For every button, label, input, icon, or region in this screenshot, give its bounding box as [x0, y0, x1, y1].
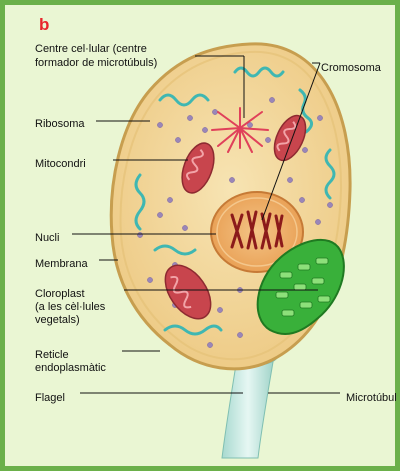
- label-cloroplast-line3: vegetals): [35, 314, 80, 327]
- label-centre-cellular-line2: formador de microtúbuls): [35, 57, 157, 70]
- label-mitocondri: Mitocondri: [35, 158, 86, 171]
- label-membrana: Membrana: [35, 258, 88, 271]
- label-microtubul: Microtúbul: [346, 392, 397, 405]
- label-flagel: Flagel: [35, 392, 65, 405]
- label-nucli: Nucli: [35, 232, 59, 245]
- label-ribosoma: Ribosoma: [35, 118, 85, 131]
- label-cloroplast-line1: Cloroplast: [35, 288, 85, 301]
- label-reticle-line1: Reticle: [35, 349, 69, 362]
- label-centre-cellular-line1: Centre cel·lular (centre: [35, 43, 147, 56]
- label-cloroplast-line2: (a les cèl·lules: [35, 301, 105, 314]
- label-cromosoma: Cromosoma: [321, 62, 381, 75]
- label-reticle-line2: endoplasmàtic: [35, 362, 106, 375]
